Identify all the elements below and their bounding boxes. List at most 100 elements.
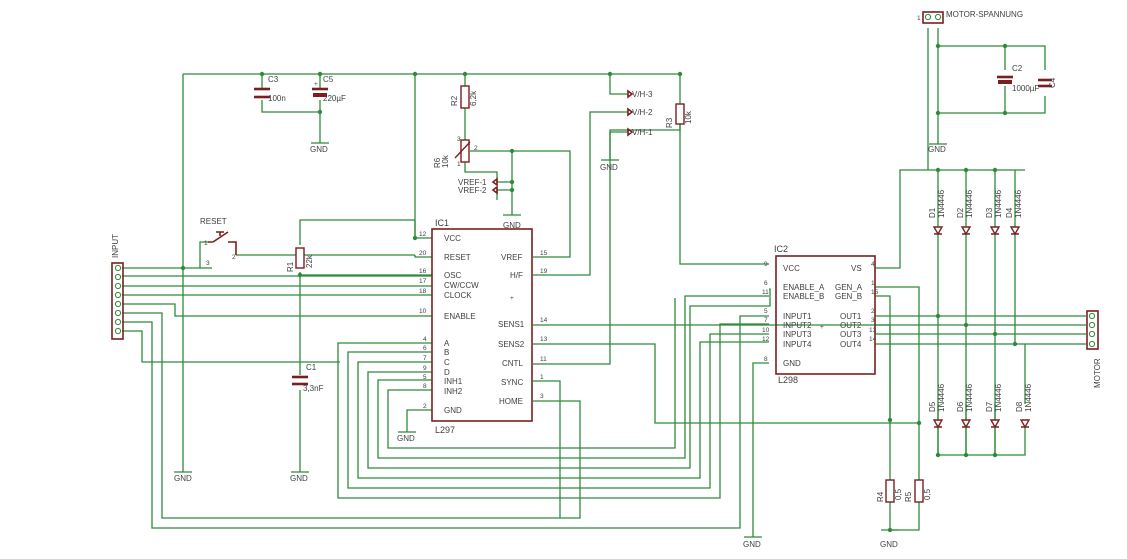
svg-text:3: 3 <box>457 136 461 143</box>
svg-text:ENABLE_A: ENABLE_A <box>783 283 825 292</box>
svg-text:R5: R5 <box>904 491 913 502</box>
svg-text:16: 16 <box>419 268 427 275</box>
input-label: INPUT <box>111 234 120 258</box>
svg-text:1: 1 <box>204 240 208 247</box>
svg-text:C3: C3 <box>268 75 279 84</box>
svg-text:D: D <box>444 368 450 377</box>
resistor-r4: R4 0,5 <box>876 479 903 503</box>
svg-text:6,2k: 6,2k <box>469 90 478 106</box>
svg-text:ENABLE_B: ENABLE_B <box>783 292 824 301</box>
ic2-value: L298 <box>778 375 798 385</box>
capacitor-c3: C3 100n <box>254 75 286 103</box>
svg-text:GND: GND <box>928 145 946 154</box>
svg-text:D7: D7 <box>985 401 994 412</box>
capacitor-c4: C4 <box>1038 77 1057 88</box>
svg-text:2: 2 <box>232 254 236 261</box>
svg-text:D4: D4 <box>1005 207 1014 218</box>
ic1-l297: IC1 L297 + VCC RESET OSC CW/CCW CLOCK EN… <box>419 218 548 435</box>
svg-text:5: 5 <box>423 374 427 381</box>
svg-text:2: 2 <box>423 403 427 410</box>
svg-text:1000µF: 1000µF <box>1012 84 1039 93</box>
svg-text:0,5: 0,5 <box>894 488 903 500</box>
resistor-r1: R1 22k <box>286 247 314 272</box>
svg-text:A: A <box>444 339 450 348</box>
svg-text:GND: GND <box>290 474 308 483</box>
svg-text:R1: R1 <box>286 261 295 272</box>
gnd-symbols: GND GND GND GND GND GND GND GND GND <box>174 142 947 549</box>
svg-text:6: 6 <box>423 345 427 352</box>
svg-text:SYNC: SYNC <box>501 378 523 387</box>
svg-text:SENS1: SENS1 <box>498 320 525 329</box>
svg-text:GEN_A: GEN_A <box>835 283 863 292</box>
diode-d2: D2 1N4446 <box>956 189 974 236</box>
svg-text:D3: D3 <box>985 207 994 218</box>
svg-text:100n: 100n <box>268 94 286 103</box>
ic2-left-pin-numbers: 9 6 11 5 7 10 12 8 <box>762 261 770 363</box>
diodes-top: D1 1N4446 D2 1N4446 D3 1N4446 D4 1N4446 <box>928 189 1023 236</box>
ic2-right-pin-labels: VS GEN_A GEN_B OUT1 OUT2 OUT3 OUT4 <box>835 264 863 349</box>
svg-text:CLOCK: CLOCK <box>444 291 472 300</box>
reset-switch: RESET 123 <box>200 217 237 267</box>
svg-text:1N4446: 1N4446 <box>965 189 974 218</box>
svg-text:INH1: INH1 <box>444 377 463 386</box>
svg-text:RESET: RESET <box>444 253 471 262</box>
resistor-r3: R3 10k <box>665 103 693 128</box>
svg-text:C1: C1 <box>306 363 317 372</box>
svg-text:7: 7 <box>764 317 768 324</box>
svg-text:VCC: VCC <box>444 234 461 243</box>
svg-text:1: 1 <box>457 161 461 168</box>
svg-text:3: 3 <box>871 317 875 324</box>
svg-text:INPUT4: INPUT4 <box>783 340 812 349</box>
svg-text:GND: GND <box>503 221 521 230</box>
svg-text:V/H-2: V/H-2 <box>632 108 653 117</box>
svg-text:13: 13 <box>869 327 877 334</box>
svg-text:11: 11 <box>540 356 547 363</box>
svg-text:OSC: OSC <box>444 271 462 280</box>
svg-text:1: 1 <box>917 15 921 22</box>
wires <box>122 28 1086 537</box>
svg-text:10: 10 <box>762 327 770 334</box>
svg-text:12: 12 <box>762 336 770 343</box>
svg-text:1N4446: 1N4446 <box>994 383 1003 412</box>
svg-text:13: 13 <box>540 336 548 343</box>
motor-supply-label: MOTOR-SPANNUNG <box>946 10 1023 19</box>
svg-text:CNTL: CNTL <box>502 359 523 368</box>
svg-text:7: 7 <box>423 355 427 362</box>
svg-text:+: + <box>314 81 318 88</box>
svg-text:GND: GND <box>310 145 328 154</box>
capacitor-c2: C2 1000µF <box>997 64 1039 93</box>
svg-text:8: 8 <box>423 383 427 390</box>
svg-text:20: 20 <box>419 250 427 257</box>
svg-text:1N4446: 1N4446 <box>937 189 946 218</box>
net-labels: V/H-3 V/H-2 V/H-1 VREF-1 VREF-2 <box>458 89 653 195</box>
svg-text:INPUT3: INPUT3 <box>783 330 812 339</box>
resistor-r2: R2 6,2k <box>450 85 478 109</box>
svg-text:5: 5 <box>764 308 768 315</box>
svg-text:14: 14 <box>869 336 877 343</box>
potentiometer-r6: 231 R6 10k <box>433 136 478 168</box>
diode-d3: D3 1N4446 <box>985 189 1003 236</box>
svg-text:10k: 10k <box>441 154 450 168</box>
svg-text:ENABLE: ENABLE <box>444 312 476 321</box>
svg-text:2: 2 <box>474 145 478 152</box>
svg-text:15: 15 <box>540 250 548 257</box>
svg-text:OUT4: OUT4 <box>840 340 862 349</box>
diode-d5: D5 1N4446 <box>928 383 946 429</box>
svg-text:4: 4 <box>871 261 875 268</box>
svg-text:V/H-3: V/H-3 <box>632 90 653 99</box>
svg-text:D5: D5 <box>928 401 937 412</box>
input-connector: INPUT <box>111 234 124 340</box>
svg-text:VREF-2: VREF-2 <box>458 186 487 195</box>
svg-text:22k: 22k <box>305 254 314 268</box>
svg-text:4: 4 <box>423 336 427 343</box>
svg-text:19: 19 <box>540 268 548 275</box>
capacitor-c5: + C5 220µF <box>312 75 346 103</box>
svg-text:6: 6 <box>764 280 768 287</box>
svg-text:3: 3 <box>540 393 544 400</box>
svg-text:3: 3 <box>206 260 210 267</box>
svg-text:D6: D6 <box>956 401 965 412</box>
resistor-r5: R5 0,5 <box>904 479 932 503</box>
svg-text:1: 1 <box>540 374 544 381</box>
svg-text:2: 2 <box>871 308 875 315</box>
